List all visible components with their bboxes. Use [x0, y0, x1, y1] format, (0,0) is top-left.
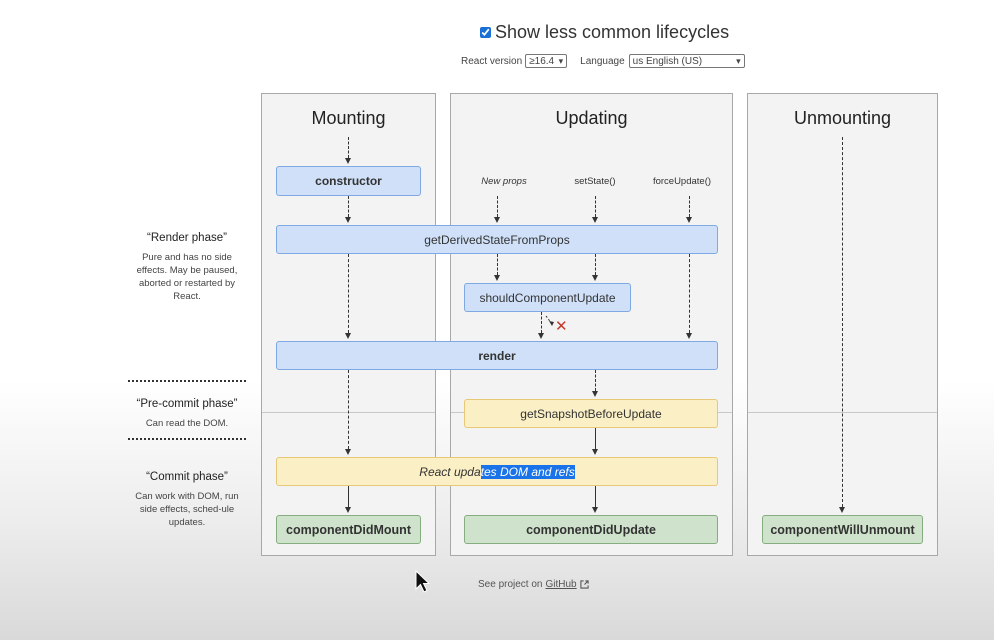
arrow-line — [497, 196, 498, 217]
get-snapshot-box[interactable]: getSnapshotBeforeUpdate — [464, 399, 718, 428]
arrow-line — [595, 196, 596, 217]
arrow-line — [595, 370, 596, 391]
arrow-line — [689, 254, 690, 333]
arrow-head — [686, 217, 692, 223]
language-select[interactable]: us English (US) ▾ — [628, 54, 745, 68]
trigger-force-update: forceUpdate() — [652, 176, 712, 187]
constructor-box[interactable]: constructor — [276, 166, 421, 196]
arrow-head — [494, 275, 500, 281]
selected-text: tes DOM and refs — [480, 464, 575, 479]
phase-separator — [128, 380, 246, 382]
component-will-unmount-box[interactable]: componentWillUnmount — [762, 515, 923, 544]
language-label: Language — [580, 55, 625, 67]
commit-phase-desc: Can work with DOM, run side effects, sch… — [135, 491, 239, 528]
react-version-select[interactable]: ≥16.4 ▾ — [525, 54, 568, 68]
component-did-mount-box[interactable]: componentDidMount — [276, 515, 421, 544]
should-component-update-box[interactable]: shouldComponentUpdate — [464, 283, 631, 312]
commit-phase-title: “Commit phase” — [146, 471, 228, 483]
arrow-line — [595, 486, 596, 507]
arrow-head — [538, 333, 544, 339]
react-updates-text: React upda — [419, 464, 481, 479]
mouse-cursor-icon — [415, 570, 431, 593]
arrow-head — [345, 507, 351, 513]
arrow-head — [494, 217, 500, 223]
precommit-phase-title: “Pre-commit phase” — [136, 398, 238, 410]
arrow-line — [348, 370, 349, 449]
arrow-line — [348, 254, 349, 333]
arrow-head — [345, 158, 351, 164]
github-link[interactable]: GitHub — [545, 579, 577, 590]
external-link-icon — [579, 580, 589, 589]
arrow-head — [592, 217, 598, 223]
precommit-phase-desc: Can read the DOM. — [145, 418, 229, 429]
arrow-line — [348, 137, 349, 158]
arrow-head — [839, 507, 845, 513]
updating-title: Updating — [555, 108, 628, 128]
arrow-head — [592, 275, 598, 281]
show-less-common-label: Show less common lifecycles — [495, 22, 730, 42]
arrow-line — [595, 428, 596, 449]
component-did-update-box[interactable]: componentDidUpdate — [464, 515, 718, 544]
arrow-line — [689, 196, 690, 217]
show-less-common-checkbox[interactable] — [480, 27, 491, 38]
arrow-head — [345, 333, 351, 339]
arrow-head — [592, 507, 598, 513]
updating-column — [450, 93, 733, 556]
arrow-head — [686, 333, 692, 339]
chevron-down-icon: ▾ — [736, 56, 741, 66]
arrow-line — [497, 254, 498, 275]
arrow-line — [541, 312, 542, 333]
arrow-line — [348, 486, 349, 507]
react-version-label: React version — [461, 55, 523, 67]
arrow-head — [592, 391, 598, 397]
get-derived-state-box[interactable]: getDerivedStateFromProps — [276, 225, 718, 254]
arrow-head — [345, 449, 351, 455]
arrow-line — [842, 137, 843, 507]
cross-icon: ✕ — [555, 317, 568, 334]
arrow-line — [595, 254, 596, 275]
footer: See project on GitHub — [478, 579, 589, 590]
arrow-head — [345, 217, 351, 223]
trigger-set-state: setState() — [574, 176, 616, 187]
render-phase-desc: Pure and has no side effects. May be pau… — [136, 252, 238, 302]
show-less-common-toggle[interactable]: Show less common lifecycles — [480, 22, 729, 43]
render-box[interactable]: render — [276, 341, 718, 370]
false-branch-arrow: ✕ — [545, 315, 568, 334]
trigger-new-props: New props — [481, 176, 527, 187]
see-project-label: See project on — [478, 579, 543, 590]
phase-separator — [128, 438, 246, 440]
arrow-line — [348, 196, 349, 217]
arrow-head — [592, 449, 598, 455]
unmounting-title: Unmounting — [793, 108, 892, 128]
mounting-title: Mounting — [311, 108, 386, 128]
chevron-down-icon: ▾ — [558, 56, 564, 66]
render-phase-title: “Render phase” — [147, 232, 227, 244]
version-language-controls: React version ≥16.4 ▾ Language us Englis… — [461, 54, 745, 68]
